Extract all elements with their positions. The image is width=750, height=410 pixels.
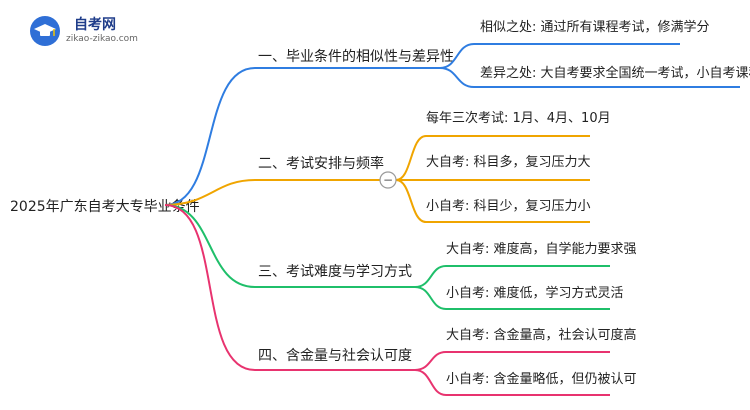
site-logo[interactable]: 自考网 zikao-zikao.com xyxy=(30,12,160,50)
branch-4-child-2-label[interactable]: 小自考: 含金量略低，但仍被认可 xyxy=(446,371,637,387)
branch-2: 二、考试安排与频率 每年三次考试: 1月、4月、10月 大自考: 科目多，复习压… xyxy=(164,110,611,223)
branch-3-child-2-label[interactable]: 小自考: 难度低，学习方式灵活 xyxy=(446,285,624,301)
branch-3: 三、考试难度与学习方式 大自考: 难度高，自学能力要求强 小自考: 难度低，学习… xyxy=(164,204,637,310)
root-node-label[interactable]: 2025年广东自考大专毕业条件 xyxy=(10,198,200,215)
branch-2-child-1-connector xyxy=(395,135,590,181)
branch-3-child-1-connector xyxy=(414,265,610,288)
branch-4: 四、含金量与社会认可度 大自考: 含金量高，社会认可度高 小自考: 含金量略低，… xyxy=(164,204,637,396)
branch-3-child-2-connector xyxy=(414,286,610,310)
branch-4-child-1-connector xyxy=(414,351,610,371)
minus-icon: − xyxy=(383,173,393,187)
branch-4-connector xyxy=(164,204,415,371)
branch-2-child-3-connector xyxy=(395,179,590,223)
branch-4-child-1-label[interactable]: 大自考: 含金量高，社会认可度高 xyxy=(446,327,637,343)
branch-1-child-1-label[interactable]: 相似之处: 通过所有课程考试，修满学分 xyxy=(480,19,710,35)
logo-title: 自考网 xyxy=(74,17,116,33)
branch-2-child-2-label[interactable]: 大自考: 科目多，复习压力大 xyxy=(426,154,591,170)
branch-2-label[interactable]: 二、考试安排与频率 xyxy=(258,155,384,172)
branch-1-child-2-label[interactable]: 差异之处: 大自考要求全国统一考试，小自考课程灵活 xyxy=(480,65,750,81)
branch-4-label[interactable]: 四、含金量与社会认可度 xyxy=(258,348,412,364)
branch-3-label[interactable]: 三、考试难度与学习方式 xyxy=(258,264,412,280)
graduation-cap-icon xyxy=(30,16,60,46)
branch-3-child-1-label[interactable]: 大自考: 难度高，自学能力要求强 xyxy=(446,241,637,257)
branch-4-child-2-connector xyxy=(414,369,610,396)
branch-1-connector xyxy=(164,67,440,206)
branch-1-child-2-connector xyxy=(439,67,740,88)
branch-2-child-1-label[interactable]: 每年三次考试: 1月、4月、10月 xyxy=(426,110,611,126)
logo-url: zikao-zikao.com xyxy=(66,34,138,44)
branch-2-child-3-label[interactable]: 小自考: 科目少，复习压力小 xyxy=(426,199,591,214)
branch-1: 一、毕业条件的相似性与差异性 相似之处: 通过所有课程考试，修满学分 差异之处:… xyxy=(164,19,750,206)
branch-3-connector xyxy=(164,204,415,288)
branch-2-connector xyxy=(164,179,380,206)
branch-1-label[interactable]: 一、毕业条件的相似性与差异性 xyxy=(258,48,454,65)
branch-1-child-1-connector xyxy=(439,43,680,69)
collapse-toggle[interactable]: − xyxy=(379,171,397,189)
